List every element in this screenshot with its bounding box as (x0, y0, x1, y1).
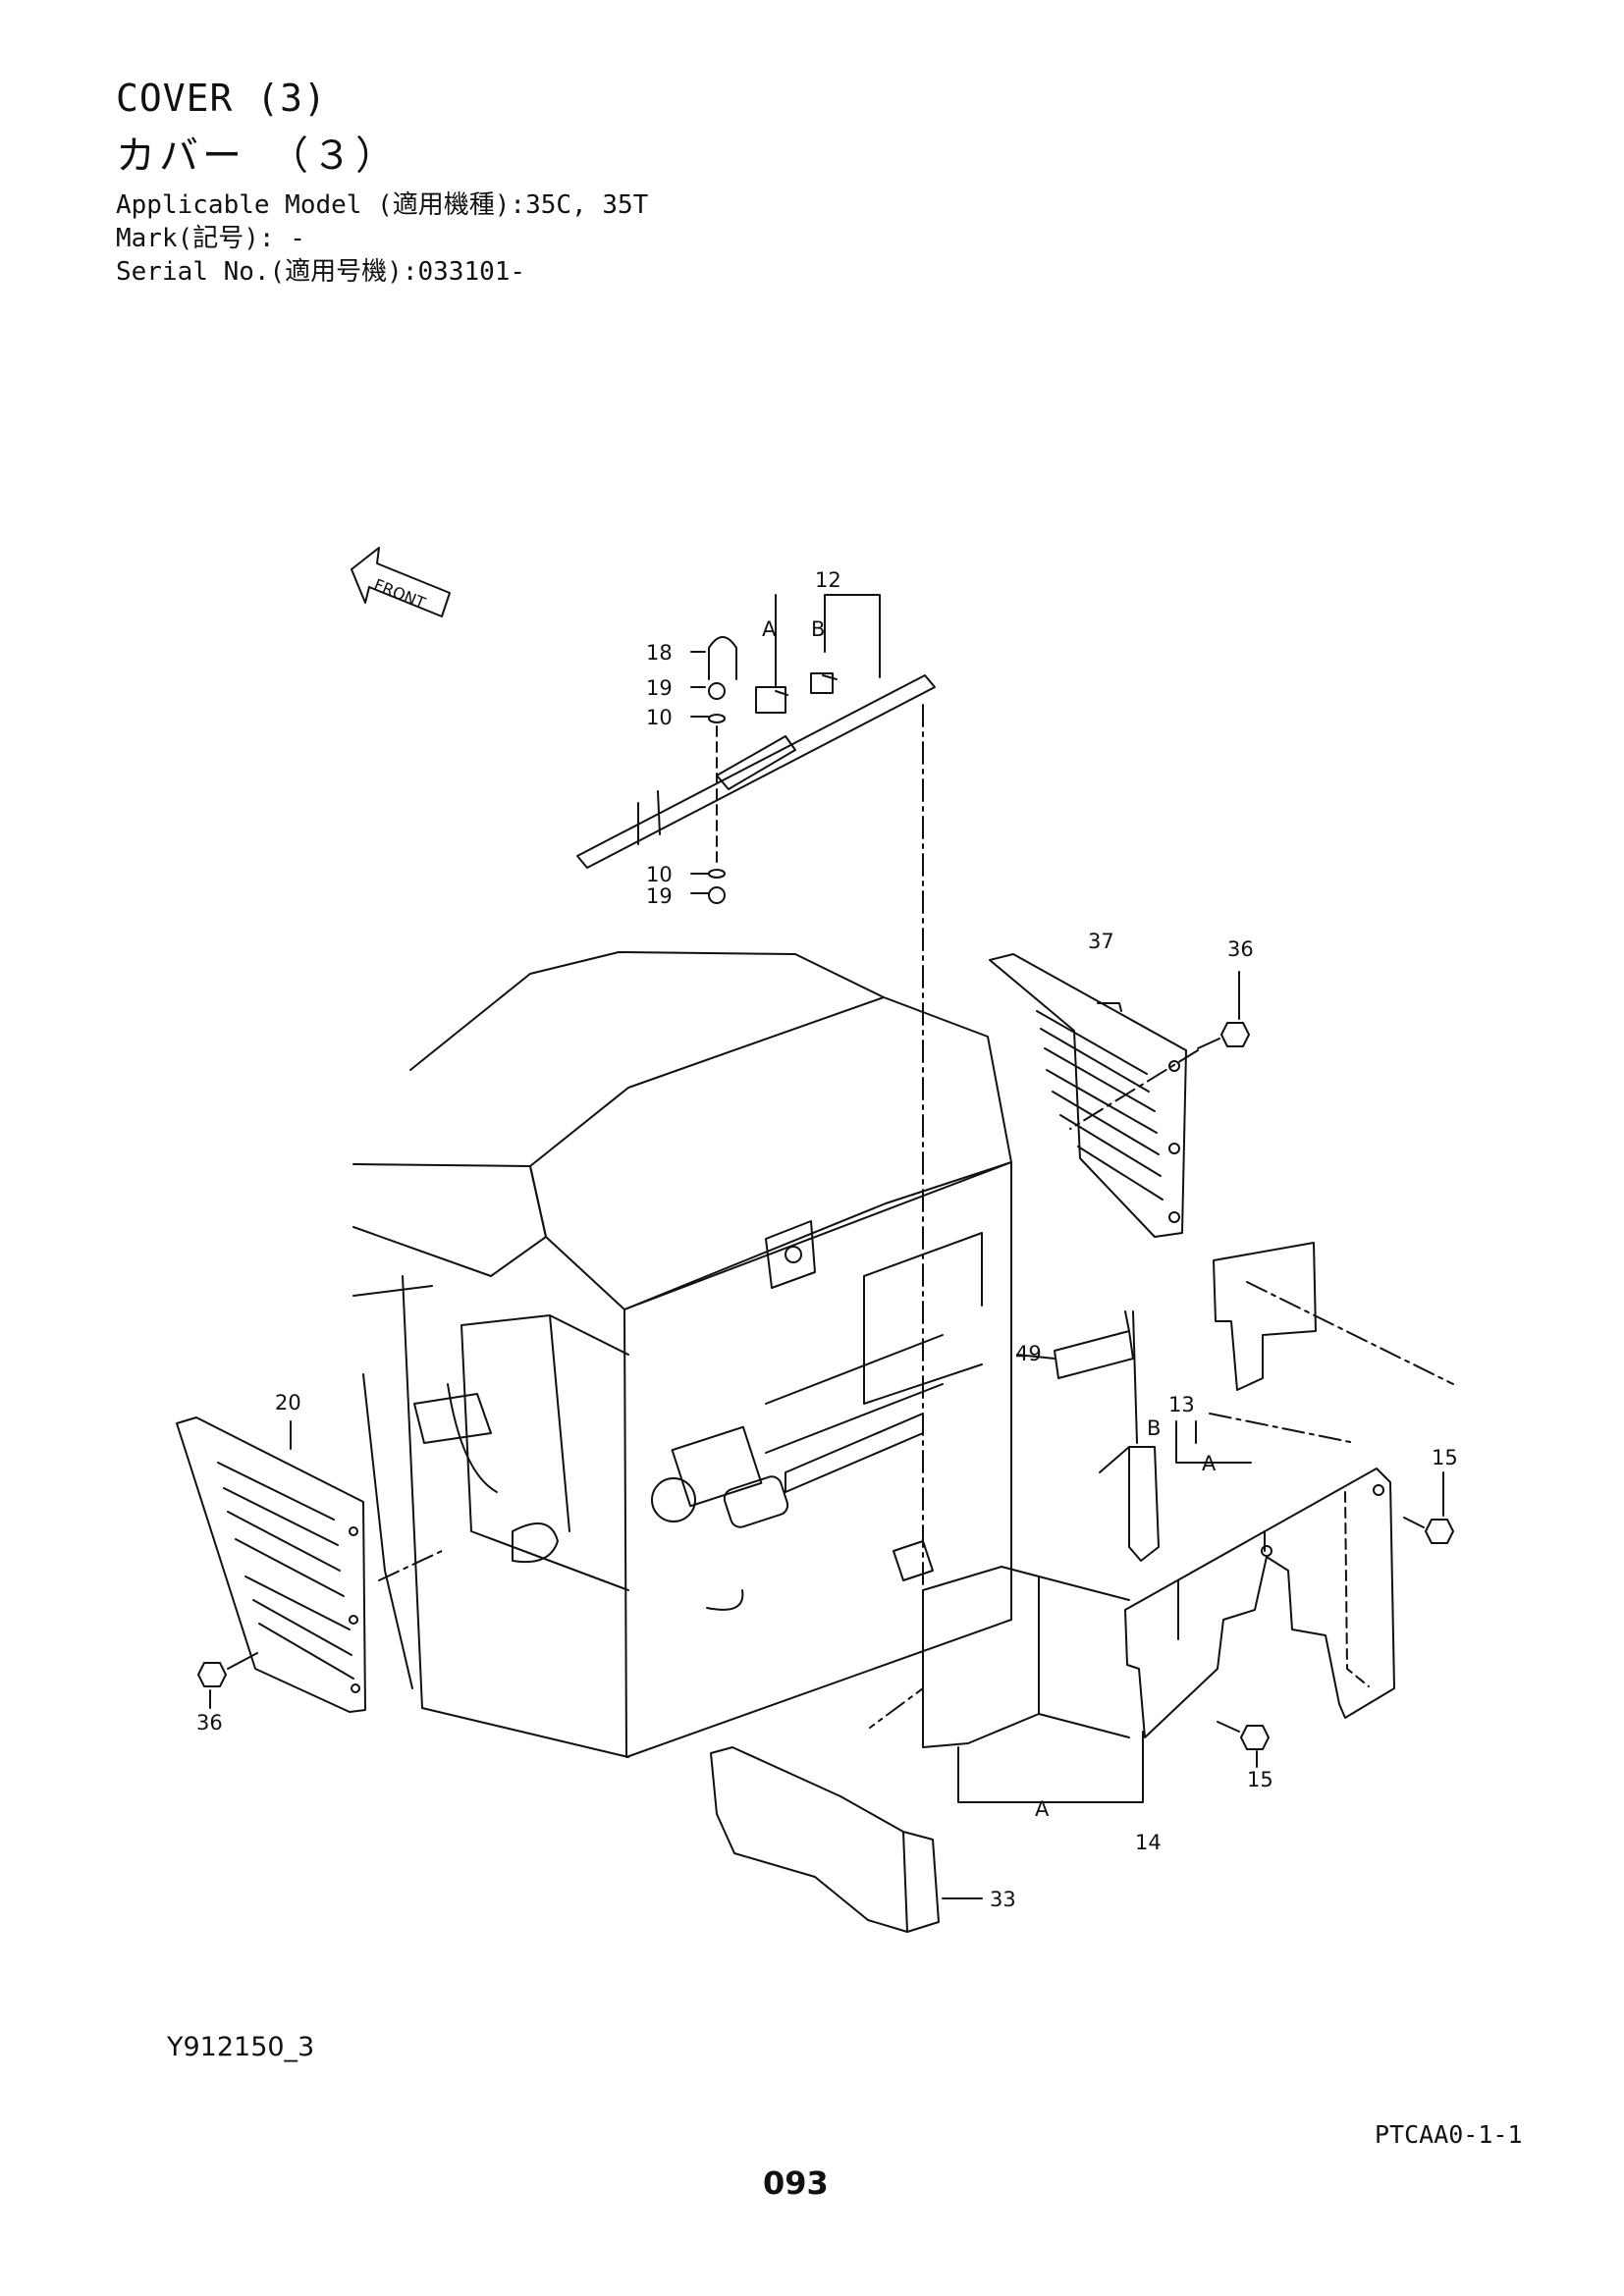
bolt-36-left (197, 1652, 258, 1687)
callout-14 (957, 1731, 1144, 1803)
u-bolt-18 (708, 636, 737, 680)
cover-14 (1124, 1468, 1395, 1738)
bolt-36-top (1197, 1022, 1250, 1049)
seal-block-a (922, 1566, 1130, 1748)
callout-15-bottom: 15 (1247, 1768, 1273, 1791)
assembly-line-12-33 (869, 704, 924, 1729)
callout-33: 33 (990, 1888, 1016, 1911)
callout-19-top: 19 (646, 676, 673, 700)
grille-20 (176, 1416, 366, 1713)
serial-number: Serial No.(適用号機):033101- (116, 257, 526, 287)
callout-19-bottom: 19 (646, 884, 673, 908)
callout-18: 18 (646, 641, 673, 665)
document-code: PTCAA0-1-1 (1375, 2120, 1523, 2149)
callout-a-12: A (762, 617, 777, 641)
callout-13 (1175, 1420, 1252, 1464)
page-number: 093 (763, 2164, 829, 2202)
washer-10-top (708, 714, 726, 723)
seal-13-b (1099, 1446, 1160, 1562)
callout-a-14: A (1035, 1797, 1050, 1821)
callout-37: 37 (1088, 930, 1114, 953)
washer-10-bottom (708, 869, 726, 879)
callout-36-top: 36 (1227, 937, 1254, 961)
leader-37 (1097, 1002, 1122, 1012)
assembly-lines-13 (1209, 1281, 1454, 1444)
grille-37 (989, 953, 1187, 1238)
callout-bracket-12 (775, 594, 881, 688)
applicable-model: Applicable Model (適用機種):35C, 35T (116, 190, 649, 220)
assembly-line-37 (1069, 1049, 1199, 1130)
callout-10-top: 10 (646, 706, 673, 729)
callout-36-left: 36 (196, 1711, 223, 1735)
page-title: COVER (3) (116, 77, 327, 120)
bolt-15-right (1403, 1517, 1454, 1544)
mark-field: Mark(記号): - (116, 224, 305, 253)
bracket-49 (1054, 1310, 1138, 1444)
callout-b-13: B (1147, 1416, 1161, 1440)
nut-19-bottom (708, 886, 726, 904)
cover-33 (710, 1746, 940, 1933)
leader-lines-small-parts (690, 651, 710, 894)
callout-10-bottom: 10 (646, 863, 673, 886)
callout-b-12: B (811, 617, 825, 641)
callout-13: 13 (1168, 1393, 1195, 1416)
page-title-japanese: カバー （３） (116, 133, 399, 179)
nut-19-top (708, 682, 726, 700)
callout-a-13: A (1202, 1452, 1217, 1475)
callout-15-right: 15 (1432, 1446, 1458, 1469)
leader-49 (1016, 1354, 1056, 1360)
machine-body (352, 951, 1012, 1758)
bolt-15-bottom (1217, 1721, 1270, 1750)
callout-49: 49 (1015, 1342, 1042, 1365)
callout-20: 20 (275, 1391, 301, 1415)
callout-14: 14 (1135, 1831, 1162, 1854)
front-arrow-icon (351, 547, 451, 617)
figure-id: Y912150_3 (167, 2032, 315, 2062)
callout-12: 12 (815, 568, 841, 592)
cover-13-upper (1213, 1242, 1317, 1391)
assembly-line-20 (378, 1550, 443, 1581)
bracket-12 (576, 672, 936, 869)
